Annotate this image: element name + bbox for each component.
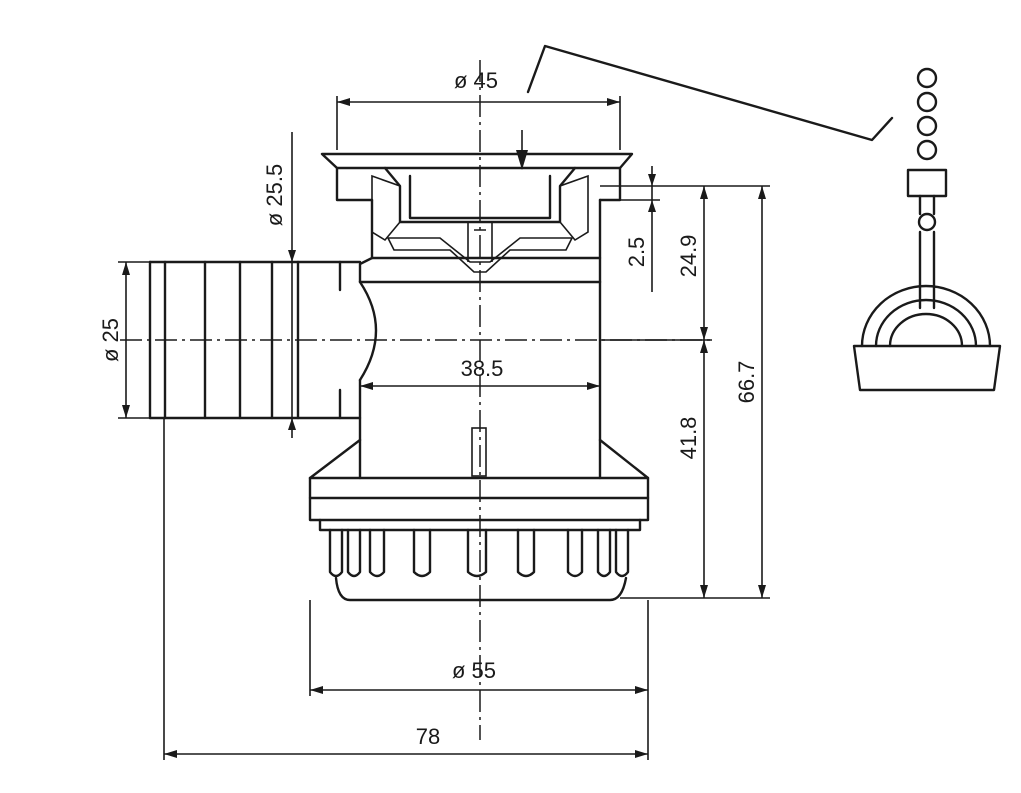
dim-lower-height: 41.8 [676,417,701,460]
dim-hose-diameter: ø 25 [98,318,123,362]
dimension-labels: ø 45 ø 25.5 ø 25 38.5 ø 55 78 2.5 24.9 4… [98,68,759,749]
dimension-lines [118,96,770,760]
chain-plug [852,67,1002,392]
dim-top-diameter: ø 45 [454,68,498,93]
leader-line [526,44,894,142]
dim-overall-width: 78 [416,724,440,749]
dim-overflow-diameter: ø 25.5 [262,164,287,226]
base-teeth [328,528,630,578]
dim-total-height: 66.7 [734,361,759,404]
dim-upper-height: 24.9 [676,235,701,278]
dim-base-diameter: ø 55 [452,658,496,683]
dim-body-width: 38.5 [461,356,504,381]
center-lines [120,60,710,740]
dim-seal-offset: 2.5 [624,237,649,268]
